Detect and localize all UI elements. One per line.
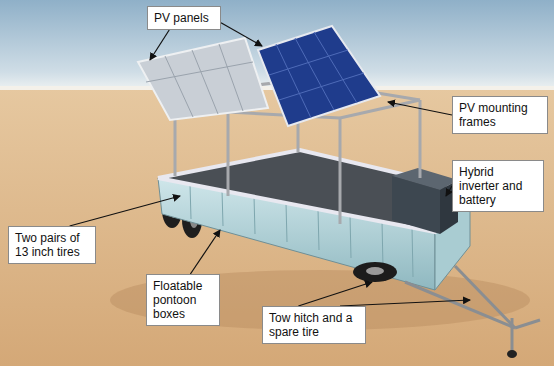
leader-arrow: [221, 23, 262, 46]
callout-box: PV panels: [147, 6, 221, 30]
callout-text: Tow hitch and a spare tire: [269, 311, 359, 339]
callout-text: Floatable pontoon boxes: [153, 279, 213, 321]
callout-text: PV panels: [154, 11, 214, 25]
leader-arrow: [190, 230, 220, 274]
leader-arrow: [298, 282, 372, 306]
callout-text: Two pairs of 13 inch tires: [15, 231, 89, 259]
callout-box: Tow hitch and a spare tire: [262, 306, 366, 344]
callout-box: Floatable pontoon boxes: [146, 274, 220, 326]
callout-box: PV mounting frames: [452, 96, 548, 134]
callout-text: Hybrid inverter and battery: [459, 165, 537, 207]
leader-arrow: [388, 102, 452, 115]
leader-arrow: [70, 196, 180, 226]
callout-box: Two pairs of 13 inch tires: [8, 226, 96, 264]
callout-box: Hybrid inverter and battery: [452, 160, 544, 212]
leader-arrow: [150, 30, 169, 60]
callout-text: PV mounting frames: [459, 101, 541, 129]
